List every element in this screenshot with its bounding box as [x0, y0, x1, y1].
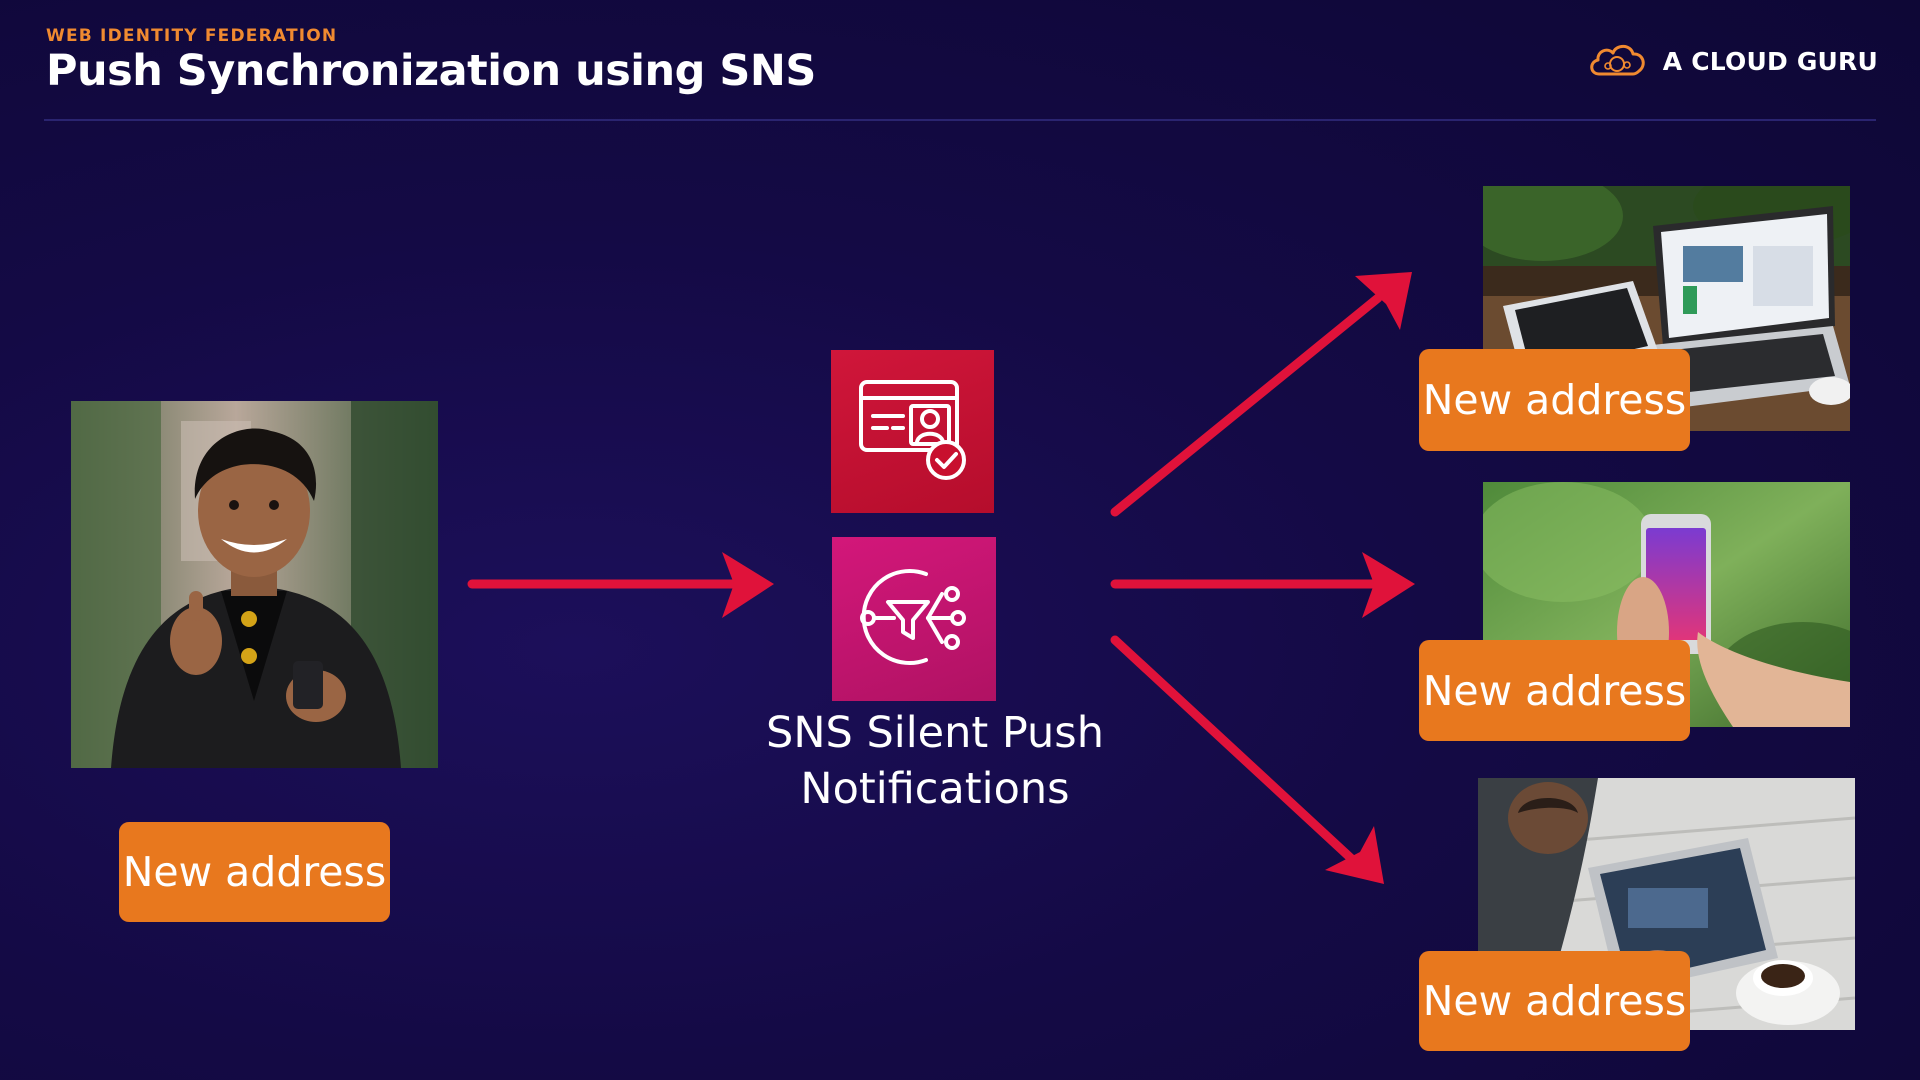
identity-service-tile: [831, 350, 994, 513]
sns-label-line1: SNS Silent Push: [766, 708, 1104, 758]
page-title: Push Synchronization using SNS: [46, 46, 816, 96]
arrow-sns-to-tablet: [1110, 635, 1360, 867]
header-divider: [44, 119, 1876, 121]
phone-new-address-badge: New address: [1419, 640, 1690, 741]
person-photo: [71, 401, 438, 768]
section-eyebrow: WEB IDENTITY FEDERATION: [46, 26, 338, 46]
sns-icon: [852, 562, 976, 677]
cloud-logo-icon: [1587, 38, 1649, 85]
arrowhead-sns-to-laptop: [1355, 272, 1412, 330]
arrowhead-user-to-sns: [722, 552, 774, 618]
source-new-address-badge: New address: [119, 822, 390, 922]
person-thumbs-up-photo: [71, 401, 438, 768]
sns-service-tile: [832, 537, 996, 701]
arrowhead-sns-to-phone: [1362, 552, 1415, 618]
identity-check-icon: [855, 376, 971, 487]
brand-name: A CLOUD GURU: [1662, 47, 1878, 76]
arrowhead-sns-to-tablet: [1325, 826, 1384, 884]
sns-service-label: SNS Silent Push Notifications: [700, 705, 1170, 817]
laptop-new-address-badge: New address: [1419, 349, 1690, 451]
sns-label-line2: Notifications: [800, 764, 1070, 814]
arrow-sns-to-laptop: [1110, 293, 1383, 517]
tablet-new-address-badge: New address: [1419, 951, 1690, 1051]
brand-logo: A CLOUD GURU: [1587, 38, 1878, 85]
